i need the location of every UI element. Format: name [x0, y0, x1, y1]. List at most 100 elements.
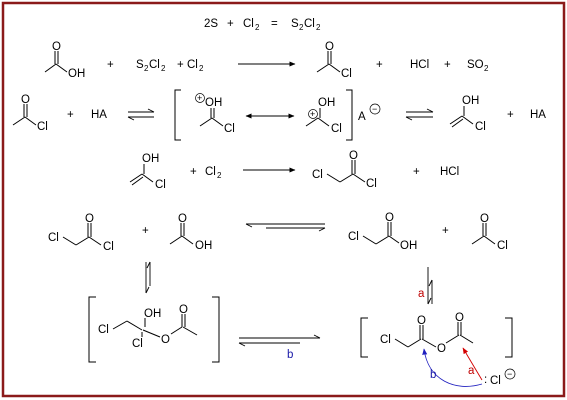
oxonium-resonance-1: + OH Cl	[195, 93, 235, 135]
vertical-equilibrium-right: a	[418, 267, 433, 305]
svg-text:S: S	[291, 18, 299, 30]
chloroacetic-acid-molecule: Cl O OH	[348, 212, 417, 252]
svg-text:−: −	[507, 369, 512, 379]
svg-text:−: −	[372, 104, 377, 114]
acetyl-chloride-molecule-3: O Cl	[471, 213, 508, 252]
svg-text:Cl: Cl	[48, 232, 59, 244]
svg-text:OH: OH	[195, 240, 212, 252]
svg-text:+: +	[107, 59, 114, 71]
svg-text::: :	[484, 374, 487, 386]
equilibrium-arrow-3	[245, 223, 326, 232]
svg-text:OH: OH	[462, 95, 479, 107]
svg-text:Cl: Cl	[187, 59, 198, 71]
svg-text:OH: OH	[318, 97, 335, 109]
svg-text:SO: SO	[467, 59, 484, 71]
svg-text:OH: OH	[68, 68, 85, 80]
svg-text:O: O	[325, 41, 334, 53]
svg-text:+: +	[197, 93, 202, 103]
row-3: OH Cl + Cl 2 Cl O Cl + HCl	[129, 150, 459, 191]
enol-molecule-2: OH Cl	[129, 153, 166, 191]
svg-text:OH: OH	[144, 308, 161, 320]
svg-text:Cl: Cl	[98, 324, 109, 336]
svg-text:O: O	[179, 304, 188, 316]
right-bracket	[346, 89, 353, 141]
svg-text:O: O	[455, 312, 464, 324]
svg-text:+: +	[507, 109, 514, 121]
svg-text:+: +	[376, 59, 383, 71]
curved-arrow-b	[422, 348, 483, 387]
svg-text:O: O	[178, 213, 187, 225]
cl2-label: Cl 2	[187, 59, 204, 73]
label-a-upper: a	[418, 288, 425, 300]
equilibrium-arrow-b: b	[238, 334, 321, 361]
svg-text:O: O	[52, 41, 61, 53]
svg-text:Cl: Cl	[380, 334, 391, 346]
header-equation: 2S + Cl 2 = S 2 Cl 2	[204, 18, 321, 32]
label-a-arc: a	[468, 365, 475, 377]
svg-text:OH: OH	[205, 97, 222, 109]
mixed-anhydride: Cl O O O	[360, 312, 513, 358]
svg-text:=: =	[271, 18, 278, 30]
equilibrium-arrow-1	[127, 108, 155, 121]
row-4: Cl O Cl + O OH Cl	[48, 212, 508, 253]
label-b-middle: b	[287, 349, 293, 361]
svg-text:Cl: Cl	[490, 375, 501, 387]
s2cl2-label: S 2 Cl 2	[136, 59, 166, 73]
svg-text:+: +	[444, 59, 451, 71]
chloroacetyl-chloride-molecule-2: Cl O Cl	[48, 213, 114, 253]
svg-text:Cl: Cl	[312, 169, 323, 181]
svg-text:Cl: Cl	[132, 338, 143, 350]
carbocation-resonance-2: OH + Cl	[305, 97, 342, 135]
svg-text:2: 2	[255, 23, 260, 32]
svg-text:+: +	[67, 109, 74, 121]
svg-text:Cl: Cl	[149, 59, 160, 71]
svg-text:O: O	[385, 212, 394, 224]
svg-text:Cl: Cl	[155, 179, 166, 191]
svg-text:Cl: Cl	[366, 178, 377, 190]
svg-text:2: 2	[316, 23, 321, 32]
svg-text:O: O	[437, 343, 446, 355]
svg-text:+: +	[442, 225, 449, 237]
chloride-ion: : Cl −	[484, 368, 516, 387]
enol-molecule: OH Cl	[449, 95, 486, 133]
svg-text:+: +	[413, 166, 420, 178]
svg-text:Cl: Cl	[205, 166, 216, 178]
svg-text:O: O	[417, 315, 426, 327]
svg-text:+: +	[177, 59, 184, 71]
acetyl-chloride-molecule-2: O Cl	[12, 94, 48, 133]
svg-text:2: 2	[199, 64, 204, 73]
svg-text:2S: 2S	[204, 18, 218, 30]
row-2: O Cl + HA + OH Cl OH	[12, 89, 546, 141]
svg-text:Cl: Cl	[348, 231, 359, 243]
svg-text:Cl: Cl	[331, 123, 342, 135]
svg-text:2: 2	[161, 64, 166, 73]
svg-text:+: +	[227, 18, 234, 30]
svg-text:Cl: Cl	[341, 68, 352, 80]
svg-text:Cl: Cl	[103, 241, 114, 253]
svg-text:A: A	[358, 111, 366, 123]
acetyl-chloride-molecule: O Cl	[316, 41, 352, 80]
row-1: O OH + S 2 Cl 2 + Cl 2 O Cl + HCl + SO	[44, 41, 489, 80]
svg-text:2: 2	[144, 64, 149, 73]
svg-text:OH: OH	[400, 240, 417, 252]
cl2-label-2: Cl 2	[205, 166, 222, 180]
svg-text:Cl: Cl	[497, 240, 508, 252]
svg-text:Cl: Cl	[243, 18, 254, 30]
svg-text:HA: HA	[530, 109, 546, 121]
counter-anion: A −	[358, 103, 381, 123]
svg-text:S: S	[136, 59, 144, 71]
acetic-acid-molecule: O OH	[44, 41, 85, 80]
svg-text:+: +	[190, 166, 197, 178]
svg-text:Cl: Cl	[304, 18, 315, 30]
tetrahedral-intermediate: OH Cl Cl O O	[88, 296, 220, 363]
svg-text:Cl: Cl	[37, 121, 48, 133]
svg-text:2: 2	[217, 171, 222, 180]
svg-text:2: 2	[484, 64, 489, 73]
svg-text:O: O	[161, 334, 170, 346]
svg-text:OH: OH	[142, 153, 159, 165]
svg-text:O: O	[480, 213, 489, 225]
svg-text:HCl: HCl	[440, 166, 459, 178]
svg-text:Cl: Cl	[224, 123, 235, 135]
equilibrium-arrow-2	[405, 108, 434, 121]
